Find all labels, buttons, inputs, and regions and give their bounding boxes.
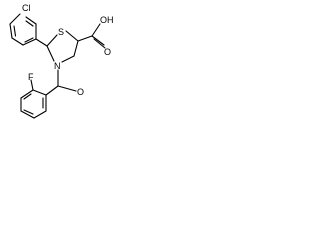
bond-c-f	[30, 79, 34, 91]
chlorine-label: Cl	[22, 3, 31, 13]
acid-oxygen-label: O	[104, 47, 111, 57]
sulfur-label: S	[58, 27, 64, 37]
acid-hydroxyl-label: OH	[100, 15, 114, 25]
carbonyl-oxygen-label: O	[77, 87, 84, 97]
chlorophenyl-ring	[9, 13, 37, 46]
thiazolidine-ring	[46, 30, 79, 63]
molecule-structure: Cl S N O OH O F	[9, 3, 114, 119]
fluorophenyl-ring	[20, 89, 47, 119]
nitrogen-label: N	[54, 61, 61, 71]
fluorine-label: F	[28, 72, 34, 82]
bond-aryl-c2	[35, 38, 48, 47]
acyl-group	[45, 69, 77, 96]
carboxylic-acid	[77, 23, 106, 49]
